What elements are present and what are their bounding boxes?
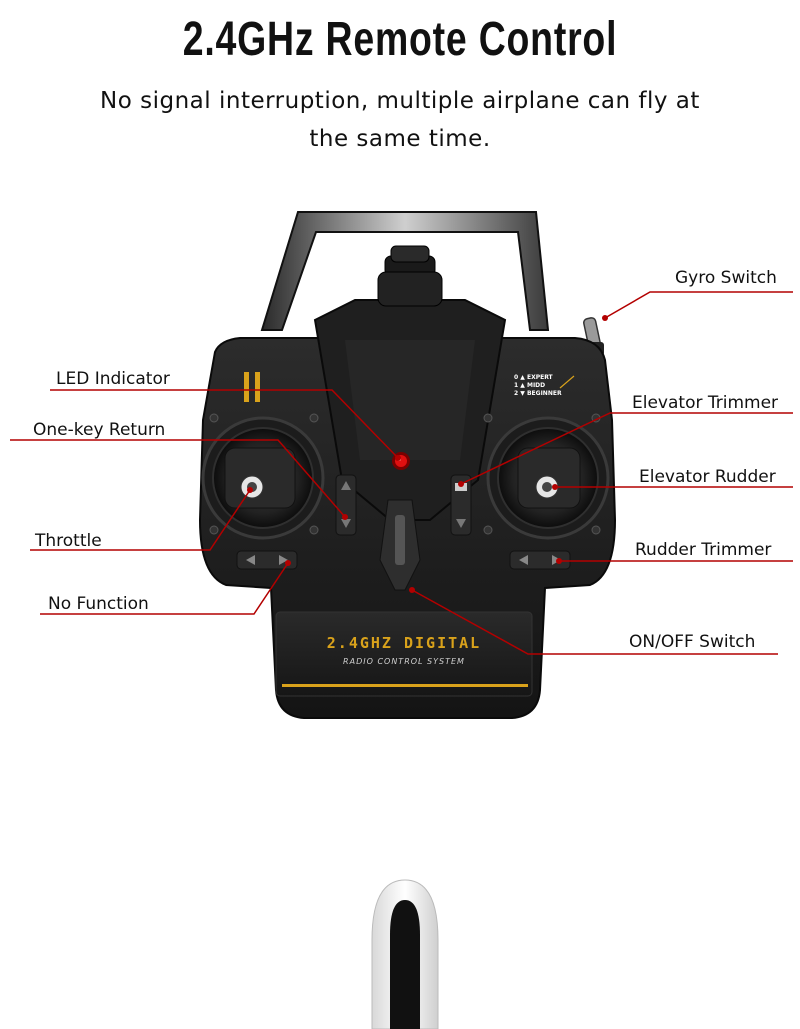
carry-handle <box>260 211 550 331</box>
elevator-trimmer-callout-line <box>460 412 793 485</box>
mode-chart: 0 ▲ EXPERT 1 ▲ MIDD 2 ▼ BEGINNER <box>514 374 575 397</box>
one-key-return-callout-line <box>10 439 346 518</box>
bottom-panel: 2.4GHZ DIGITAL RADIO CONTROL SYSTEM <box>275 611 533 697</box>
left-gimbal-throttle[interactable] <box>201 416 325 540</box>
label-led-indicator: LED Indicator <box>56 369 170 389</box>
mode-beginner: 2 ▼ BEGINNER <box>514 390 562 397</box>
throttle-callout-line <box>30 489 251 551</box>
airplane-nose <box>371 879 439 1029</box>
label-one-key-return: One-key Return <box>33 420 166 440</box>
center-hood <box>313 299 507 521</box>
left-vertical-trim[interactable] <box>335 474 357 536</box>
label-elevator-rudder: Elevator Rudder <box>639 467 776 487</box>
right-gimbal-elevator-rudder[interactable] <box>486 416 610 540</box>
label-no-function: No Function <box>48 594 149 614</box>
svg-text:RADIO CONTROL SYSTEM: RADIO CONTROL SYSTEM <box>343 657 465 666</box>
gyro-callout-line <box>604 291 793 319</box>
label-rudder-trimmer: Rudder Trimmer <box>635 540 772 560</box>
no-function-callout-line <box>40 562 289 615</box>
svg-text:2.4GHZ DIGITAL: 2.4GHZ DIGITAL <box>327 634 481 652</box>
callout-lines <box>10 291 793 655</box>
led-callout-line <box>50 389 399 459</box>
label-elevator-trimmer: Elevator Trimmer <box>632 393 779 413</box>
on-off-slide-switch[interactable] <box>379 499 421 591</box>
mode-expert: 0 ▲ EXPERT <box>514 374 554 381</box>
label-on-off-switch: ON/OFF Switch <box>629 632 756 652</box>
callout-dots <box>247 315 608 593</box>
on-off-callout-line <box>411 589 778 655</box>
page-subtitle: No signal interruption, multiple airplan… <box>100 88 700 152</box>
gold-stripes <box>244 372 260 402</box>
label-gyro-switch: Gyro Switch <box>675 268 777 288</box>
left-horizontal-trim[interactable] <box>236 550 298 570</box>
antenna-knob <box>377 245 443 307</box>
mode-midd: 1 ▲ MIDD <box>514 382 545 389</box>
page-title: 2.4GHz Remote Control <box>182 13 618 66</box>
label-throttle: Throttle <box>35 531 102 551</box>
